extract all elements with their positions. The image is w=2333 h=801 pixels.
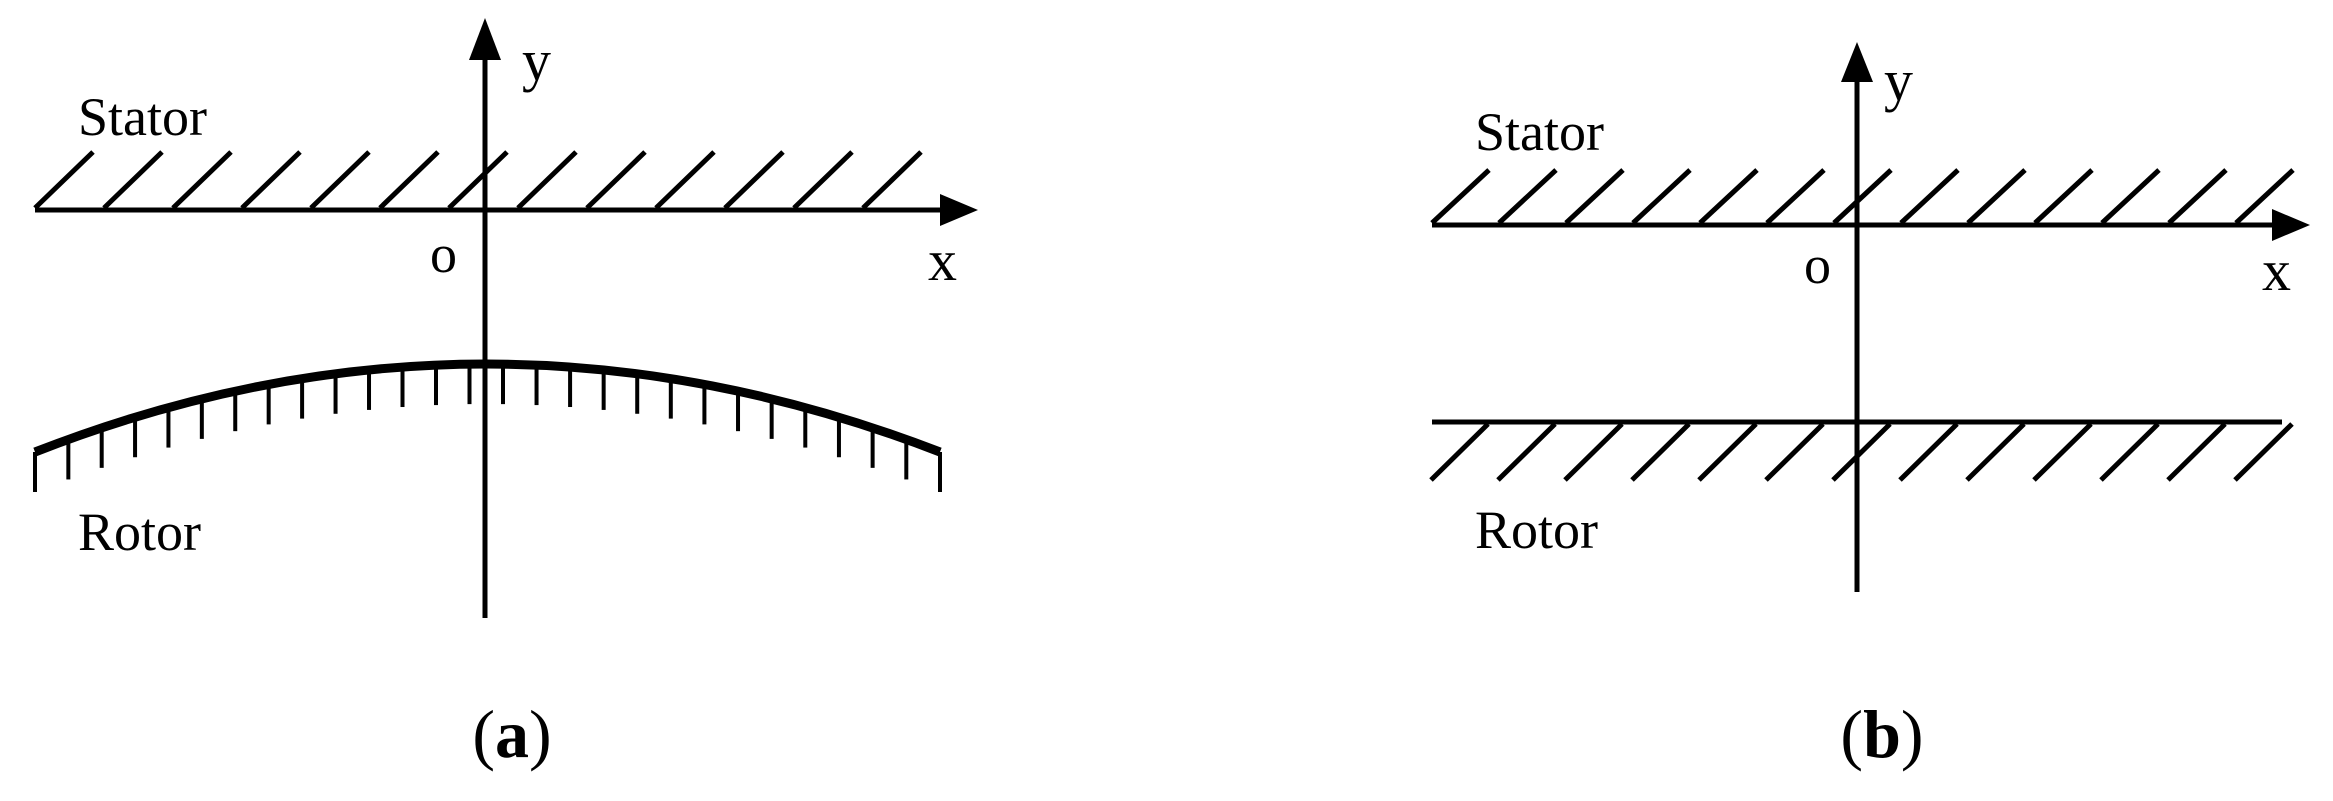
hatch-line: [1965, 422, 2026, 482]
panel-a-stator-hatch: [33, 150, 923, 210]
hatch-line: [1698, 168, 1759, 225]
hatch-line: [1697, 422, 1758, 482]
hatch-line: [33, 150, 95, 210]
panel-b-rotor-label: Rotor: [1475, 500, 1598, 560]
panel-a-rotor-surface: [33, 359, 942, 457]
hatch-line: [654, 150, 716, 210]
hatch-line: [447, 150, 509, 210]
panel-b-stator-label: Stator: [1475, 102, 1604, 162]
panel-b-y-axis-arrow: [1841, 42, 1873, 82]
hatch-line: [1831, 422, 1892, 482]
hatch-line: [585, 150, 647, 210]
hatch-line: [171, 150, 233, 210]
panel-b-stator-hatch: [1430, 168, 2295, 225]
hatch-line: [1563, 422, 1624, 482]
hatch-line: [1899, 168, 1960, 225]
hatch-line: [309, 150, 371, 210]
panel-a-x-axis-arrow: [940, 194, 978, 226]
hatch-line: [1898, 422, 1959, 482]
hatch-line: [2166, 422, 2227, 482]
hatch-line: [2167, 168, 2228, 225]
hatch-line: [723, 150, 785, 210]
panel-b-caption: (b): [1840, 696, 1923, 772]
panel-b: Stator Rotor o x y (b): [1429, 42, 2310, 772]
hatch-line: [1966, 168, 2027, 225]
hatch-line: [1496, 422, 1557, 482]
panel-a-rotor-ticks: [33, 364, 942, 492]
hatch-line: [240, 150, 302, 210]
panel-b-x-label: x: [2262, 238, 2291, 303]
hatch-line: [516, 150, 578, 210]
hatch-line: [1832, 168, 1893, 225]
hatch-line: [378, 150, 440, 210]
hatch-line: [1764, 422, 1825, 482]
hatch-line: [861, 150, 923, 210]
hatch-line: [2099, 422, 2160, 482]
hatch-line: [792, 150, 854, 210]
hatch-line: [2233, 422, 2294, 482]
hatch-line: [1765, 168, 1826, 225]
panel-a-stator-label: Stator: [78, 87, 207, 147]
hatch-line: [2032, 422, 2093, 482]
panel-b-y-label: y: [1884, 48, 1913, 113]
hatch-line: [2033, 168, 2094, 225]
panel-a-caption: (a): [472, 696, 551, 772]
panel-a-rotor-label: Rotor: [78, 502, 201, 562]
hatch-line: [1429, 422, 1490, 482]
panel-a-y-label: y: [522, 28, 551, 93]
hatch-line: [2234, 168, 2295, 225]
panel-a: Stator Rotor o x y (a): [33, 18, 978, 772]
hatch-line: [2100, 168, 2161, 225]
hatch-line: [1630, 422, 1691, 482]
hatch-line: [1631, 168, 1692, 225]
hatch-line: [102, 150, 164, 210]
panel-b-x-axis-arrow: [2272, 209, 2310, 241]
hatch-line: [1564, 168, 1625, 225]
hatch-line: [1430, 168, 1491, 225]
panel-b-rotor-hatch: [1429, 422, 2294, 482]
hatch-line: [1497, 168, 1558, 225]
panel-a-origin-label: o: [430, 224, 457, 284]
panel-b-origin-label: o: [1804, 235, 1831, 295]
panel-a-x-label: x: [928, 228, 957, 293]
panel-a-y-axis-arrow: [469, 18, 501, 60]
